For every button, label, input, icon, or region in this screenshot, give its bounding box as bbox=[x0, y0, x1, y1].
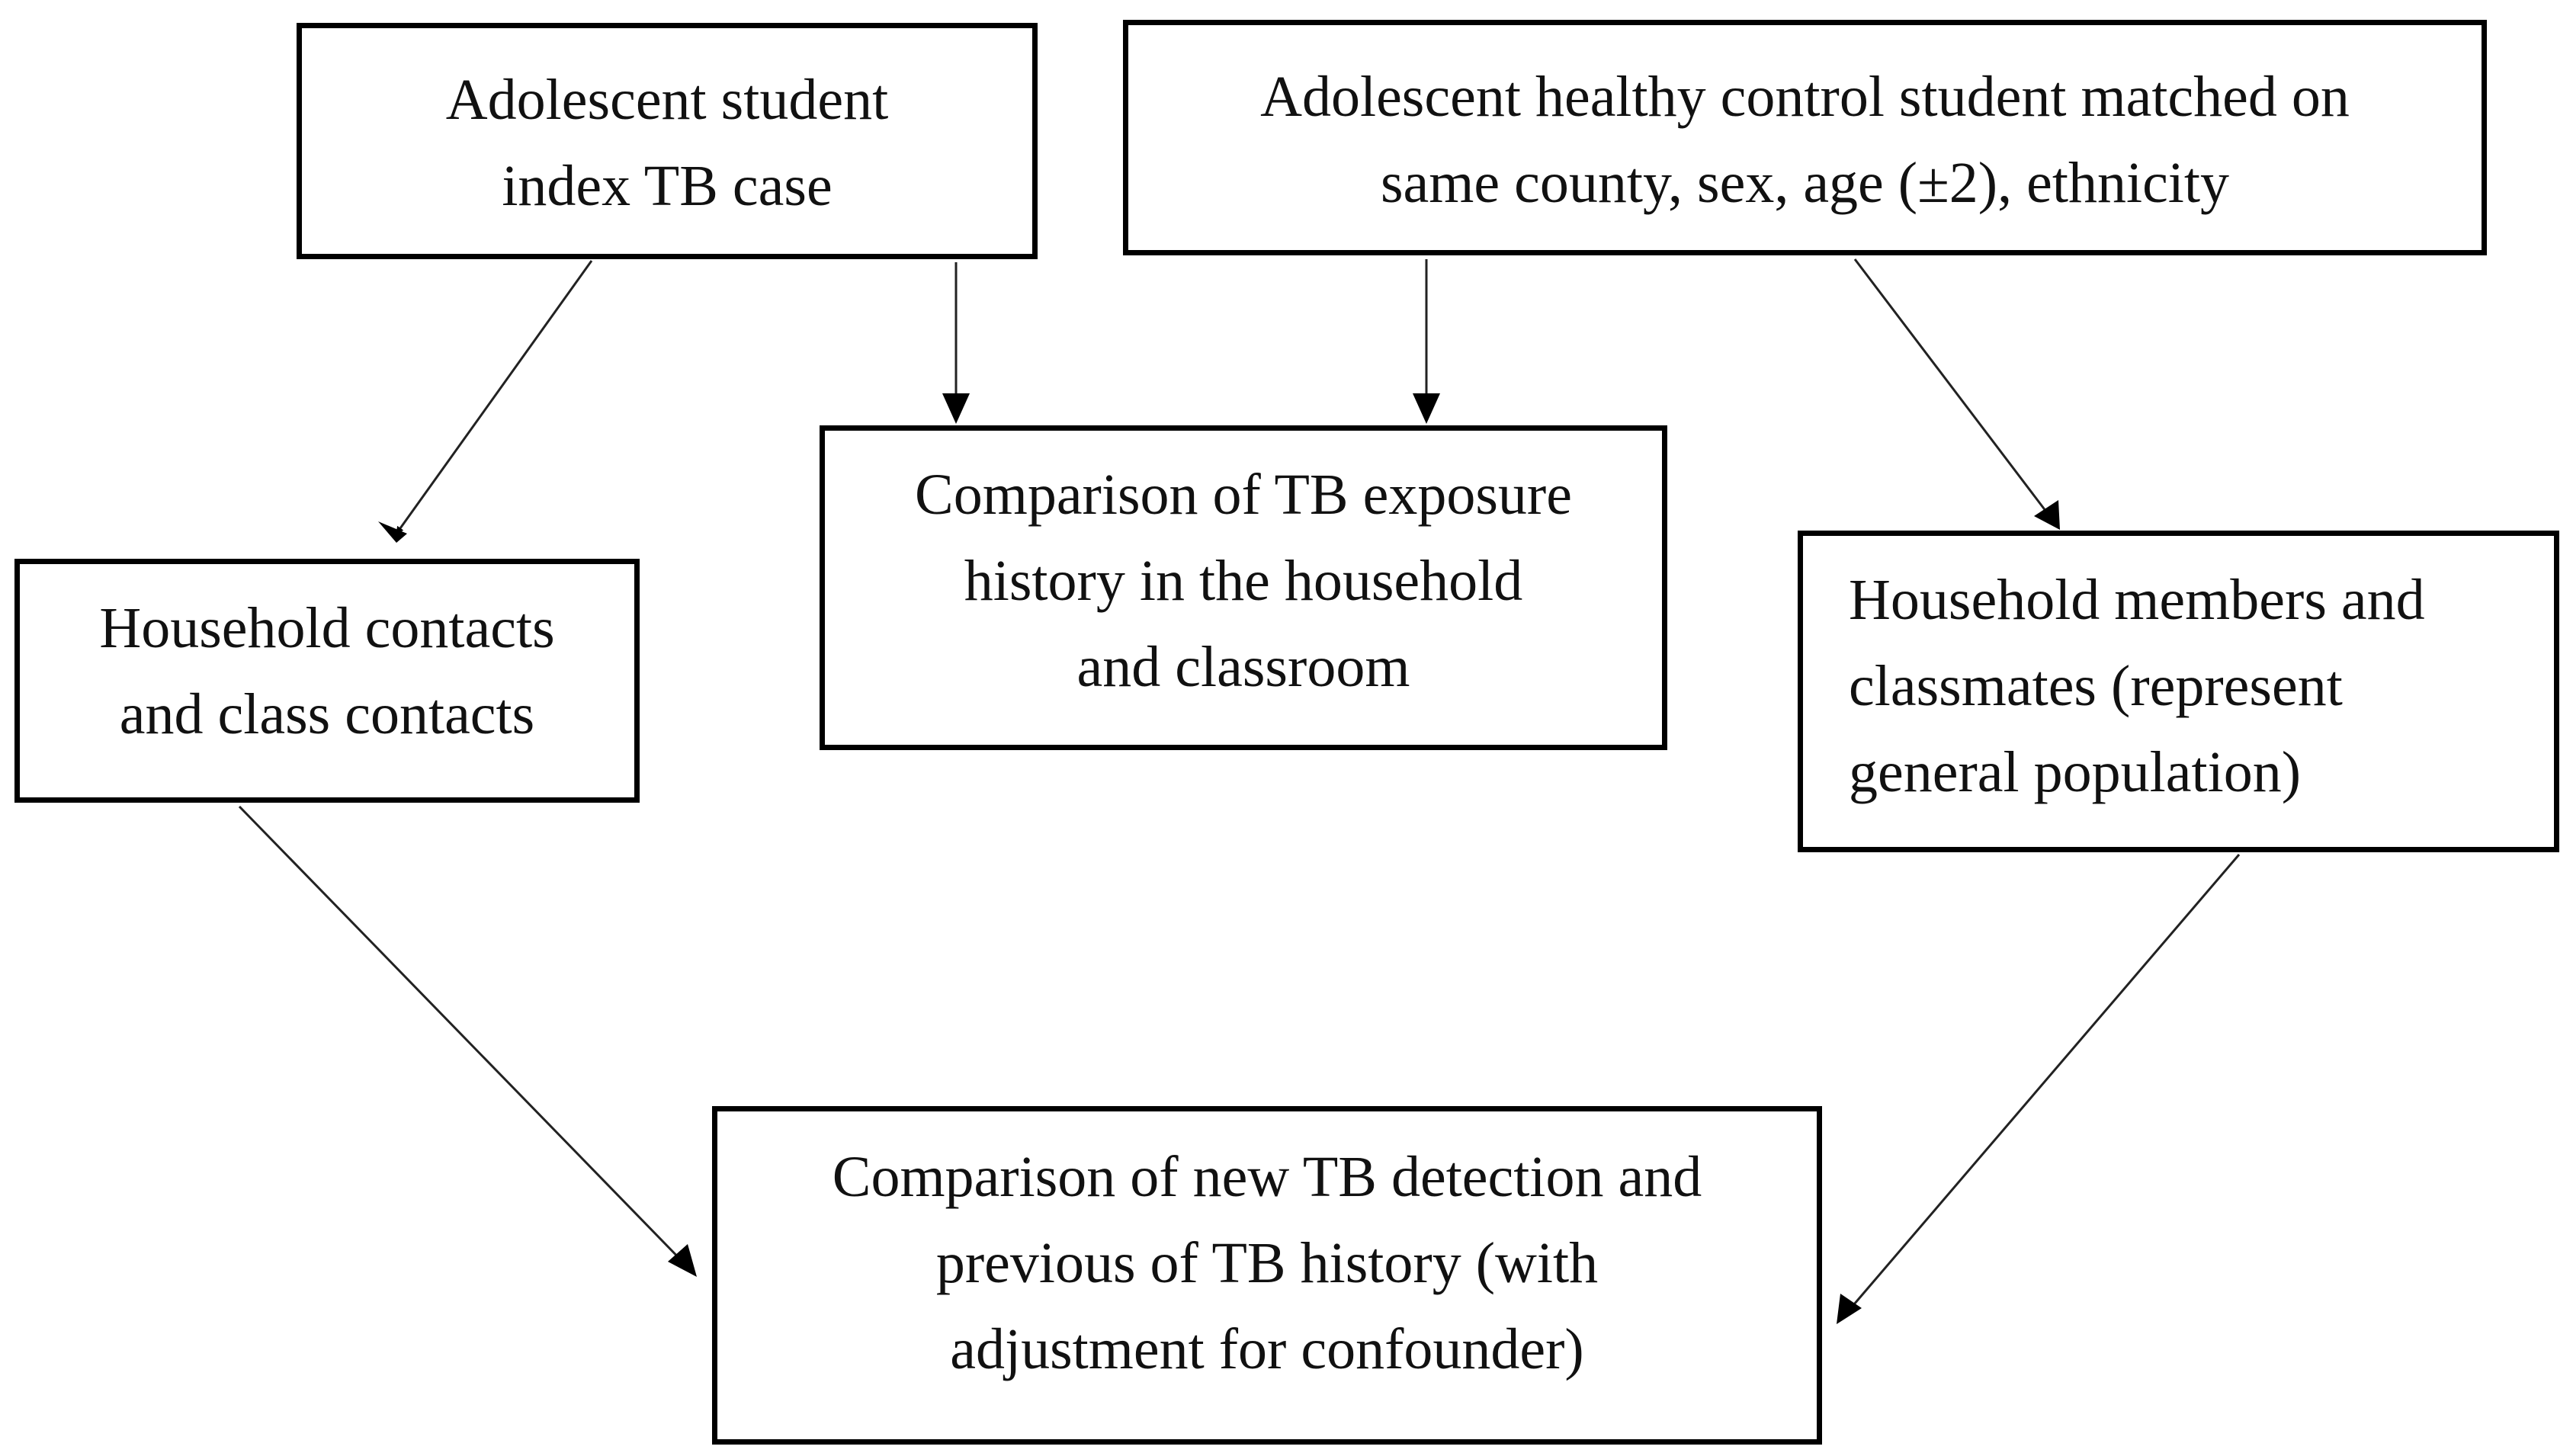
case-contacts-label: Household contacts and class contacts bbox=[99, 596, 555, 746]
control-label: Adolescent healthy control student match… bbox=[1260, 65, 2350, 215]
arrow-index-to-contacts bbox=[395, 260, 593, 534]
control-contacts-box: Household members and classmates (repres… bbox=[1798, 531, 2559, 852]
case-contacts-box: Household contacts and class contacts bbox=[14, 559, 640, 803]
control-contacts-label: Household members and classmates (repres… bbox=[1849, 568, 2425, 804]
index-case-box: Adolescent student index TB case bbox=[297, 23, 1038, 259]
exposure-comparison-label: Comparison of TB exposure history in the… bbox=[915, 463, 1572, 699]
arrow-members-to-detection bbox=[1843, 854, 2241, 1316]
exposure-comparison-box: Comparison of TB exposure history in the… bbox=[820, 425, 1667, 750]
detection-comparison-label: Comparison of new TB detection and previ… bbox=[832, 1145, 1702, 1381]
arrow-control-to-members bbox=[1853, 258, 2055, 521]
index-case-label: Adolescent student index TB case bbox=[445, 68, 889, 218]
detection-comparison-box: Comparison of new TB detection and previ… bbox=[712, 1106, 1822, 1445]
arrow-contacts-to-detection bbox=[238, 805, 691, 1271]
control-box: Adolescent healthy control student match… bbox=[1123, 20, 2487, 255]
